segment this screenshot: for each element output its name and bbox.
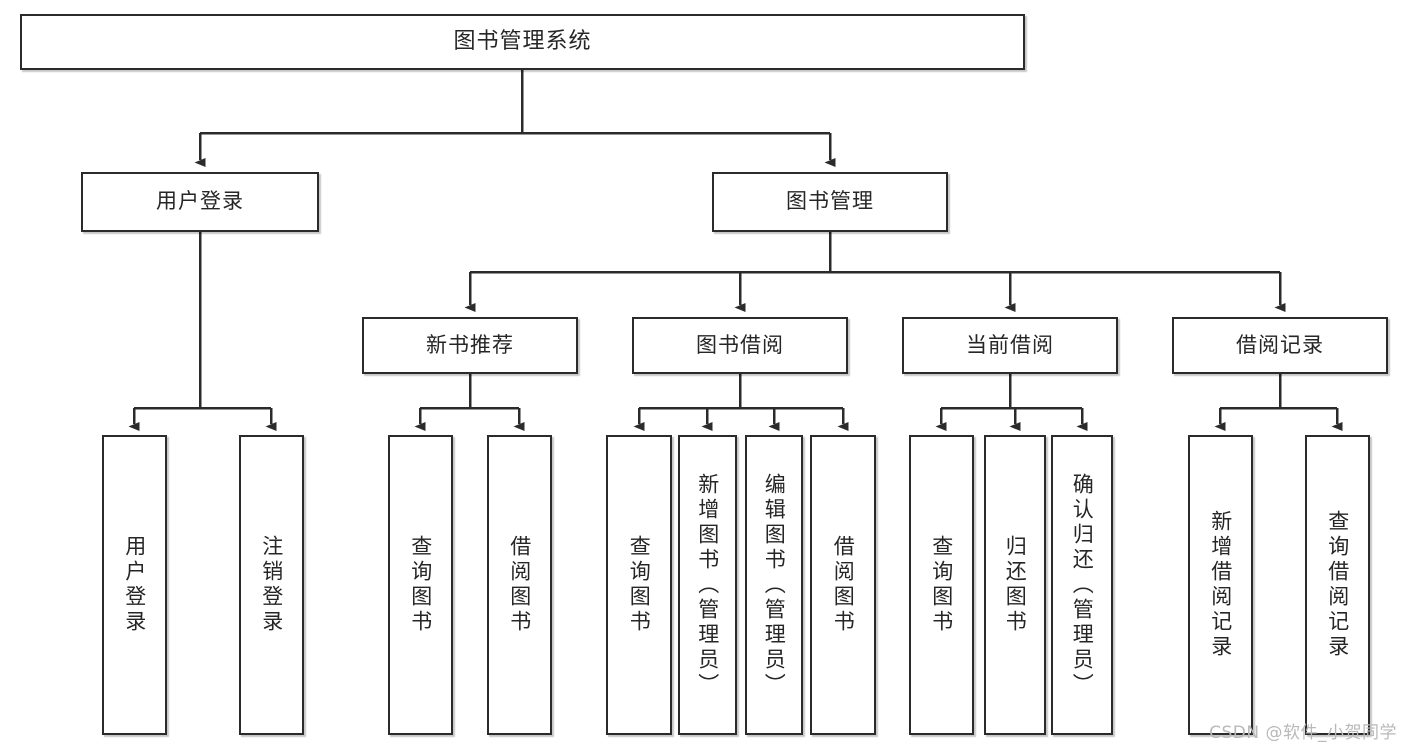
node-user-login-label: 用户登录 <box>156 189 244 214</box>
node-new-book-recommend-label: 新书推荐 <box>426 332 514 357</box>
node-leaf-return-book[interactable]: 归还图书 <box>984 435 1046 735</box>
node-book-manage[interactable]: 图书管理 <box>712 172 948 232</box>
node-leaf-query-book-3-label: 查询图书 <box>929 535 954 635</box>
node-leaf-borrow-book-2[interactable]: 借阅图书 <box>810 435 876 735</box>
node-leaf-add-record-label: 新增借阅记录 <box>1208 510 1233 660</box>
node-leaf-confirm-return-label: 确认归还（管理员） <box>1070 472 1095 698</box>
node-leaf-user-login[interactable]: 用户登录 <box>102 435 167 735</box>
node-borrow-record[interactable]: 借阅记录 <box>1172 317 1388 374</box>
node-leaf-query-record[interactable]: 查询借阅记录 <box>1305 435 1370 735</box>
node-leaf-query-record-label: 查询借阅记录 <box>1325 510 1350 660</box>
node-current-borrow[interactable]: 当前借阅 <box>902 317 1118 374</box>
node-leaf-user-login-label: 用户登录 <box>122 535 147 635</box>
csdn-watermark: CSDN @软件_小贺同学 <box>1209 723 1397 743</box>
node-book-manage-label: 图书管理 <box>786 189 874 214</box>
node-leaf-query-book-2-label: 查询图书 <box>627 535 652 635</box>
node-root[interactable]: 图书管理系统 <box>20 14 1025 70</box>
node-new-book-recommend[interactable]: 新书推荐 <box>362 317 578 374</box>
node-leaf-confirm-return[interactable]: 确认归还（管理员） <box>1051 435 1113 735</box>
node-leaf-add-book-label: 新增图书（管理员） <box>695 472 720 698</box>
node-leaf-add-record[interactable]: 新增借阅记录 <box>1188 435 1253 735</box>
node-leaf-borrow-book-1-label: 借阅图书 <box>507 535 532 635</box>
node-leaf-return-book-label: 归还图书 <box>1003 535 1028 635</box>
node-book-borrow-label: 图书借阅 <box>696 332 784 357</box>
node-leaf-borrow-book-2-label: 借阅图书 <box>831 535 856 635</box>
node-user-login[interactable]: 用户登录 <box>81 172 319 232</box>
node-leaf-borrow-book-1[interactable]: 借阅图书 <box>487 435 552 735</box>
node-leaf-query-book-1[interactable]: 查询图书 <box>388 435 453 735</box>
node-leaf-edit-book[interactable]: 编辑图书（管理员） <box>745 435 803 735</box>
node-leaf-query-book-3[interactable]: 查询图书 <box>909 435 974 735</box>
node-leaf-edit-book-label: 编辑图书（管理员） <box>762 472 787 698</box>
node-leaf-query-book-1-label: 查询图书 <box>408 535 433 635</box>
node-leaf-logout[interactable]: 注销登录 <box>239 435 304 735</box>
node-borrow-record-label: 借阅记录 <box>1236 332 1324 357</box>
node-book-borrow[interactable]: 图书借阅 <box>632 317 848 374</box>
node-leaf-query-book-2[interactable]: 查询图书 <box>606 435 672 735</box>
node-leaf-add-book[interactable]: 新增图书（管理员） <box>678 435 737 735</box>
node-root-label: 图书管理系统 <box>453 28 592 54</box>
node-current-borrow-label: 当前借阅 <box>966 332 1054 357</box>
node-leaf-logout-label: 注销登录 <box>259 535 284 635</box>
